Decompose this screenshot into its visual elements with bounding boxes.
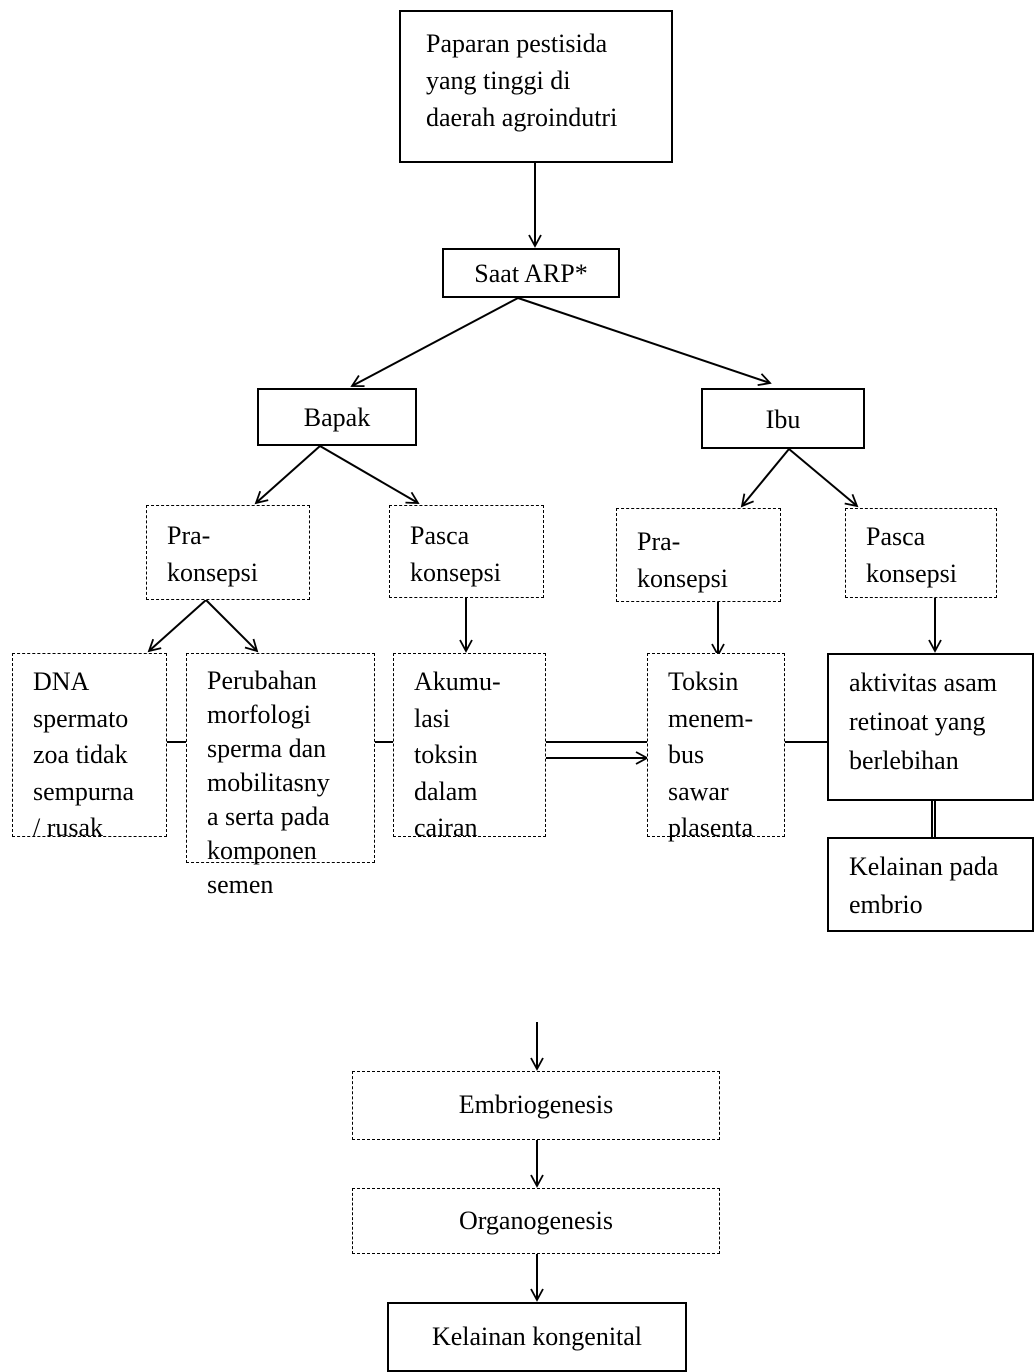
toksin-line: Toksin — [668, 667, 739, 696]
akumulasi-line: Akumu- — [414, 667, 501, 696]
node-kelainan-kongenital: Kelainan kongenital — [387, 1302, 687, 1372]
kongenital-label: Kelainan kongenital — [431, 1322, 643, 1351]
akumulasi-line: dalam — [414, 776, 478, 806]
arrow-arp-ibu — [517, 297, 772, 387]
retinoat-line: berlebihan — [849, 746, 959, 775]
node-perubahan-morfologi: Perubahan morfologi sperma dan mobilitas… — [186, 653, 375, 899]
dna-line: zoa tidak — [33, 740, 128, 769]
morfologi-line: komponen — [207, 836, 317, 865]
dna-line: DNA — [33, 667, 90, 696]
node-ibu-prakonsepsi: Pra- konsepsi — [616, 508, 781, 602]
kelainan-embrio-line: Kelainan pada — [849, 852, 999, 881]
akumulasi-line: cairan — [414, 813, 478, 842]
node-kelainan-embrio: Kelainan pada embrio — [827, 837, 1034, 932]
toksin-line: bus — [668, 740, 705, 769]
morfologi-line: semen — [207, 870, 274, 899]
akumulasi-line: lasi — [414, 703, 451, 733]
node-arp: Saat ARP* — [442, 248, 620, 298]
morfologi-line: morfologi — [207, 700, 311, 729]
morfologi-line: mobilitasny — [207, 768, 330, 797]
ibu-label: Ibu — [765, 405, 801, 434]
dna-line: / rusak — [33, 813, 104, 842]
node-source: Paparan pestisida yang tinggi di daerah … — [399, 10, 673, 163]
arrow-bapak-pasca — [319, 445, 420, 504]
bapak-pra-line: konsepsi — [167, 558, 258, 587]
node-embriogenesis: Embriogenesis — [352, 1071, 720, 1140]
toksin-line: sawar — [668, 776, 729, 806]
ibu-pra-line: Pra- — [637, 527, 681, 556]
node-bapak-prakonsepsi: Pra- konsepsi — [146, 505, 310, 600]
arrow-ibu-pasca — [788, 448, 859, 508]
arp-label: Saat ARP* — [474, 259, 588, 288]
node-dna-rusak: DNA spermato zoa tidak sempurna / rusak — [12, 653, 167, 842]
organogenesis-label: Organogenesis — [458, 1206, 614, 1235]
node-bapak-pascakonsepsi: Pasca konsepsi — [389, 505, 544, 598]
node-ibu: Ibu — [701, 388, 865, 449]
bapak-pasca-line: Pasca — [410, 521, 470, 550]
kelainan-embrio-line: embrio — [849, 890, 923, 919]
morfologi-line: Perubahan — [207, 666, 317, 695]
arrow-pra-dna — [147, 599, 207, 653]
bapak-label: Bapak — [303, 403, 371, 432]
embriogenesis-label: Embriogenesis — [458, 1090, 614, 1119]
node-bapak: Bapak — [257, 388, 417, 446]
source-line: yang tinggi di — [426, 66, 571, 95]
source-line: daerah agroindutri — [426, 103, 618, 132]
toksin-line: plasenta — [668, 813, 754, 842]
arrow-arp-bapak — [350, 297, 519, 388]
akumulasi-line: toksin — [414, 740, 478, 769]
arrow-ibu-pra — [740, 448, 790, 508]
ibu-pra-line: konsepsi — [637, 564, 728, 593]
node-toksin-plasenta: Toksin menem- bus sawar plasenta — [647, 653, 785, 842]
ibu-pasca-line: Pasca — [866, 522, 926, 551]
retinoat-line: retinoat yang — [849, 707, 986, 736]
node-ibu-pascakonsepsi: Pasca konsepsi — [845, 508, 997, 598]
arrow-bapak-pra — [254, 445, 321, 505]
node-organogenesis: Organogenesis — [352, 1188, 720, 1254]
morfologi-line: sperma dan — [207, 734, 327, 763]
dna-line: sempurna — [33, 776, 135, 806]
morfologi-line: a serta pada — [207, 802, 330, 831]
bapak-pasca-line: konsepsi — [410, 558, 501, 587]
node-akumulasi-toksin: Akumu- lasi toksin dalam cairan — [393, 653, 546, 842]
arrow-pra-morfologi — [205, 599, 259, 653]
node-retinoat: aktivitas asam retinoat yang berlebihan — [827, 653, 1034, 801]
bapak-pra-line: Pra- — [167, 521, 211, 550]
ibu-pasca-line: konsepsi — [866, 559, 957, 588]
retinoat-line: aktivitas asam — [849, 668, 998, 697]
source-line: Paparan pestisida — [426, 29, 608, 58]
dna-line: spermato — [33, 703, 129, 733]
toksin-line: menem- — [668, 703, 754, 733]
